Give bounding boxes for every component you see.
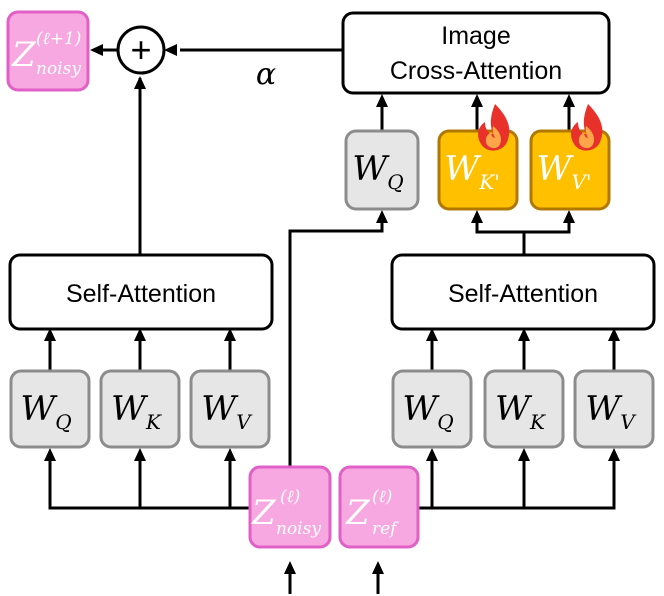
weight-subscript: K' bbox=[478, 170, 499, 194]
weight-subscript: Q bbox=[55, 410, 71, 434]
self-attention-left-label: Self-Attention bbox=[66, 280, 216, 308]
self-attention-right-label: Self-Attention bbox=[448, 280, 598, 308]
arrow-head bbox=[563, 210, 575, 223]
weight-symbol: W bbox=[402, 389, 440, 429]
flame-icon bbox=[571, 104, 603, 151]
flame-icon bbox=[478, 104, 510, 151]
weight-symbol: W bbox=[201, 389, 239, 429]
arrow-head bbox=[608, 448, 620, 461]
weight-right-wq: WQ bbox=[391, 369, 473, 449]
latent-superscript: (ℓ) bbox=[280, 487, 300, 507]
svg-text:WK: WK bbox=[111, 389, 162, 434]
weight-symbol: W bbox=[352, 149, 390, 189]
weight-symbol: W bbox=[585, 389, 623, 429]
noisy-to-cross-query bbox=[288, 220, 384, 466]
arrow-head bbox=[426, 328, 438, 341]
weight-left-wq: WQ bbox=[9, 369, 91, 449]
latent-symbol: Z bbox=[345, 493, 371, 533]
cross-attention-line2: Cross-Attention bbox=[390, 57, 562, 85]
residual-add-node: + bbox=[116, 25, 166, 75]
arrow-head bbox=[44, 448, 56, 461]
weight-left-wv: WV bbox=[189, 369, 271, 449]
weight-symbol: W bbox=[495, 389, 533, 429]
latent-symbol: Z bbox=[251, 493, 277, 533]
svg-text:Z: Z bbox=[345, 493, 371, 533]
weight-subscript: Q bbox=[387, 170, 403, 194]
arrow-head bbox=[372, 561, 384, 574]
weight-symbol: W bbox=[111, 389, 149, 429]
latent-superscript: (ℓ+1) bbox=[36, 29, 81, 49]
arrow-head bbox=[518, 328, 530, 341]
svg-text:WQ: WQ bbox=[402, 389, 453, 434]
arrow-head bbox=[134, 448, 146, 461]
right-sa-split bbox=[475, 222, 571, 234]
svg-text:WV: WV bbox=[201, 389, 253, 434]
arrow-head bbox=[90, 44, 103, 56]
svg-text:Z: Z bbox=[11, 35, 37, 75]
latent-z-ref: Z (ℓ) ref bbox=[338, 465, 420, 549]
weight-subscript: V' bbox=[572, 170, 592, 194]
arrow-head bbox=[608, 328, 620, 341]
latent-subscript: ref bbox=[372, 519, 399, 539]
svg-text:Z: Z bbox=[251, 493, 277, 533]
arrow-head bbox=[376, 210, 388, 223]
image-cross-attention-block: Image Cross-Attention bbox=[341, 11, 611, 95]
svg-text:WV': WV' bbox=[537, 149, 592, 194]
arrow-head bbox=[376, 94, 388, 107]
arrow-head bbox=[44, 328, 56, 341]
bus-right-wv bbox=[418, 460, 616, 510]
arrow-head bbox=[224, 328, 236, 341]
self-attention-left-block: Self-Attention bbox=[8, 253, 274, 331]
weight-subscript: Q bbox=[437, 410, 453, 434]
weight-symbol: W bbox=[444, 149, 482, 189]
weight-subscript: V bbox=[620, 410, 637, 434]
weight-symbol: W bbox=[20, 389, 58, 429]
connections bbox=[48, 48, 616, 594]
arrow-head bbox=[426, 448, 438, 461]
weight-subscript: K bbox=[529, 410, 546, 434]
weight-left-wk: WK bbox=[99, 369, 181, 449]
weight-subscript: V bbox=[236, 410, 253, 434]
weight-right-wk: WK bbox=[483, 369, 565, 449]
svg-text:WK': WK' bbox=[444, 149, 499, 194]
arrow-head bbox=[134, 328, 146, 341]
svg-text:WQ: WQ bbox=[20, 389, 71, 434]
latent-subscript: noisy bbox=[36, 59, 81, 79]
bus-left-wq bbox=[48, 460, 252, 510]
weight-cross-wq: WQ bbox=[344, 129, 420, 211]
arrow-head bbox=[224, 448, 236, 461]
latent-subscript: noisy bbox=[276, 519, 321, 539]
arrow-head bbox=[164, 44, 177, 56]
latent-z-noisy-next: Z (ℓ+1) noisy bbox=[6, 10, 90, 92]
weight-subscript: K bbox=[145, 410, 162, 434]
latent-superscript: (ℓ) bbox=[372, 487, 392, 507]
arrow-heads bbox=[44, 44, 620, 574]
weight-right-wv: WV bbox=[573, 369, 655, 449]
alpha-label: α bbox=[256, 57, 276, 92]
arrow-head bbox=[284, 561, 296, 574]
arrow-head bbox=[471, 210, 483, 223]
self-attention-right-block: Self-Attention bbox=[390, 253, 656, 331]
latent-z-noisy: Z (ℓ) noisy bbox=[248, 465, 332, 549]
latent-symbol: Z bbox=[11, 35, 37, 75]
arrow-head bbox=[518, 448, 530, 461]
cross-attention-line1: Image bbox=[441, 22, 510, 50]
svg-text:WK: WK bbox=[495, 389, 546, 434]
arrow-head bbox=[134, 76, 146, 89]
weight-cross-wk-prime: WK' bbox=[437, 129, 519, 211]
arrow-head bbox=[471, 94, 483, 107]
svg-text:WQ: WQ bbox=[352, 149, 403, 194]
svg-text:WV: WV bbox=[585, 389, 637, 434]
weight-symbol: W bbox=[537, 149, 575, 189]
arrow-head bbox=[563, 94, 575, 107]
weight-cross-wv-prime: WV' bbox=[529, 129, 611, 211]
plus-icon: + bbox=[130, 29, 151, 70]
